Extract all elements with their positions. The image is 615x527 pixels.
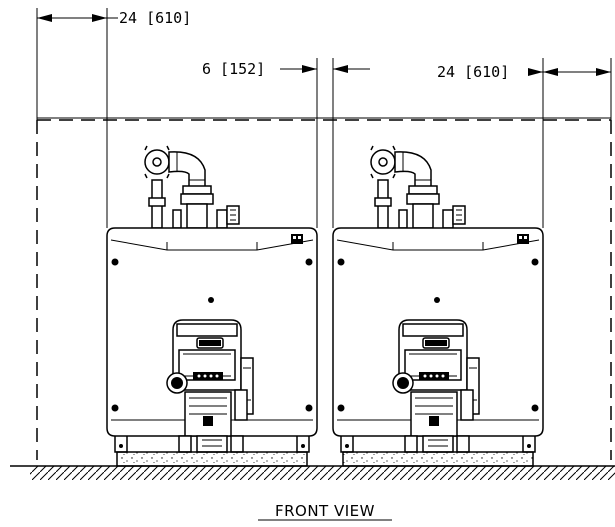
dimension-between: 6 [152] — [202, 60, 370, 78]
dimension-right: 24 [610] — [437, 63, 611, 81]
boiler-unit-right — [332, 145, 544, 453]
dimension-left-label: 24 [610] — [119, 9, 191, 27]
dimension-between-label: 6 [152] — [202, 60, 265, 78]
dimension-left: 24 [610] — [37, 9, 191, 27]
concrete-pad-right — [342, 451, 534, 467]
floor — [10, 465, 615, 480]
view-title: FRONT VIEW — [275, 502, 375, 520]
boiler-unit-left — [106, 145, 318, 453]
concrete-pad-left — [116, 451, 308, 467]
dimension-right-label: 24 [610] — [437, 63, 509, 81]
